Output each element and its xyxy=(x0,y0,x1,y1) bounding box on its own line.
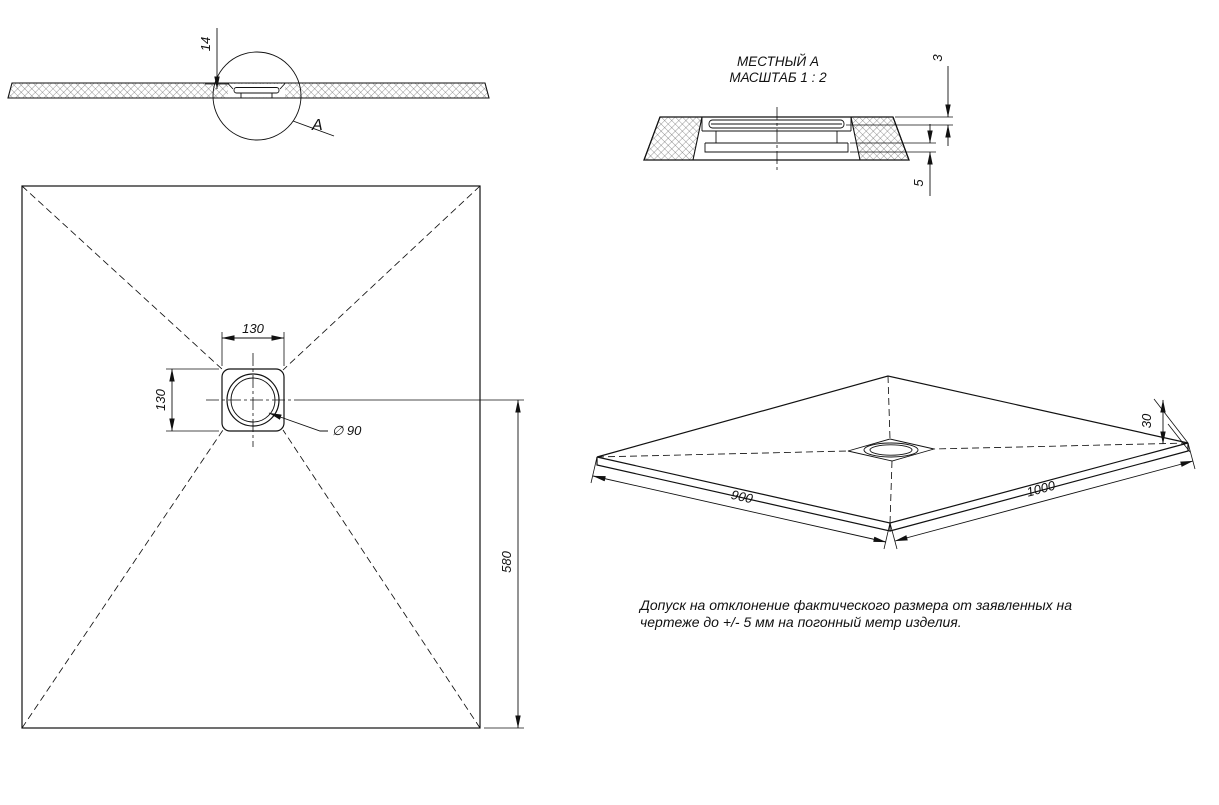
iso-slope-diagonals xyxy=(596,375,1189,524)
plan-view: 130 130 ∅ 90 580 xyxy=(21,185,524,729)
dim1000-line xyxy=(894,460,1194,542)
iso-drain-ellipse-inner xyxy=(869,444,913,456)
detail-drain-cover xyxy=(708,119,845,129)
dia90-leader xyxy=(268,412,328,432)
drain-body-section xyxy=(240,93,273,98)
drain-cover-section xyxy=(233,87,280,94)
tray-plan-outline xyxy=(21,185,481,729)
detail-hatch-left xyxy=(643,116,703,161)
dim1000-ext-right xyxy=(1187,442,1196,470)
dim30-text: 30 xyxy=(1139,413,1154,428)
dim900-ext-left xyxy=(590,456,598,484)
plan-slope-diagonals xyxy=(21,185,481,729)
iso-drain-ellipse-outer xyxy=(863,442,919,458)
tolerance-note: Допуск на отклонение фактического размер… xyxy=(638,597,1072,630)
iso-view: 900 1000 30 xyxy=(590,375,1196,550)
detail-title-line1: МЕСТНЫЙ А xyxy=(737,53,819,69)
dim900-line xyxy=(592,475,887,543)
dim580-text: 580 xyxy=(499,550,514,572)
dim30-ext-upper xyxy=(1153,398,1189,444)
detail-circle-a xyxy=(212,51,302,141)
detail-leader-line xyxy=(292,120,335,137)
drain-recess-mask xyxy=(228,84,285,98)
dia90-text: ∅ 90 xyxy=(332,423,362,438)
dim5-text: 5 xyxy=(911,179,926,187)
detail-label-a: A xyxy=(311,117,323,134)
dim130w-text: 130 xyxy=(242,321,264,336)
tolerance-note-line2: чертеже до +/- 5 мм на погонный метр изд… xyxy=(640,614,962,630)
detail-hatch-right xyxy=(850,116,910,161)
drain-centerlines xyxy=(206,353,300,447)
dim900-ext-right xyxy=(883,522,891,550)
detail-view: МЕСТНЫЙ А МАСШТАБ 1 : 2 3 5 xyxy=(643,53,953,196)
dim130h-text: 130 xyxy=(153,388,168,410)
dim1000-ext-left xyxy=(889,522,898,550)
drain-recess-walls xyxy=(227,83,286,90)
dim3-text: 3 xyxy=(930,54,945,62)
dim14-text: 14 xyxy=(198,37,213,51)
dim900-text: 900 xyxy=(730,487,755,507)
section-view: A 14 xyxy=(7,28,490,141)
dim1000-text: 1000 xyxy=(1025,477,1058,499)
detail-title-line2: МАСШТАБ 1 : 2 xyxy=(729,70,827,85)
detail-drain-body xyxy=(704,131,849,153)
dim30-ext-lower xyxy=(1167,423,1191,453)
iso-top-face xyxy=(596,375,1189,524)
detail-recess-lines xyxy=(701,117,852,132)
tolerance-note-line1: Допуск на отклонение фактического размер… xyxy=(638,597,1072,613)
